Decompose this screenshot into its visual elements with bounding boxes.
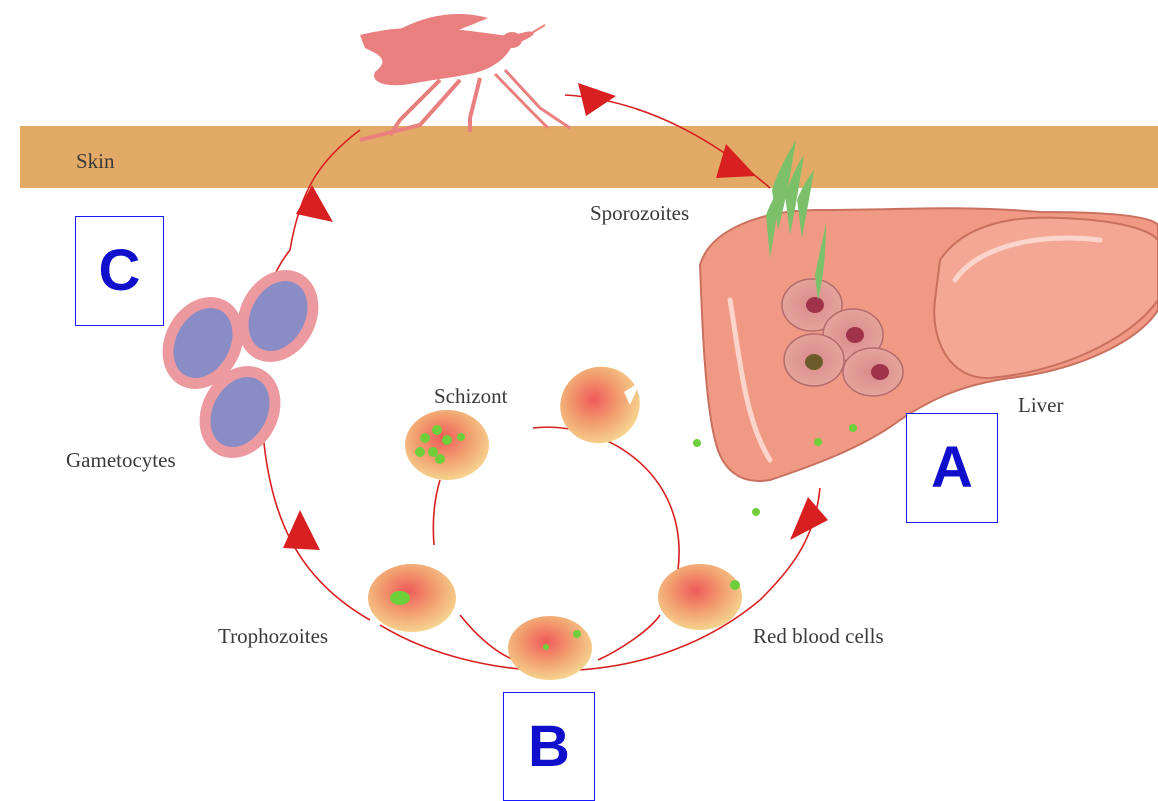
gametocytes-label: Gametocytes [66,450,176,471]
schizont-label: Schizont [434,386,508,407]
inner-arc-bl [460,615,515,660]
rupturing-cell [549,356,650,455]
schizont-cell [405,410,489,480]
trophozoites-label: Trophozoites [218,626,328,647]
arc-left-lower [262,420,370,620]
skin-label: Skin [76,151,115,172]
red-blood-cells-label: Red blood cells [753,626,884,647]
inner-arc-right [533,427,679,570]
skin-band [20,126,1158,188]
rbc-bottom [508,616,592,680]
rbc-right [658,564,742,630]
arrowhead-top [578,83,616,116]
answer-box-a: A [906,413,998,523]
sporozoites-label: Sporozoites [590,203,689,224]
gametocyte-icon [147,256,334,472]
liver-label: Liver [1018,395,1063,416]
trophozoite-cell [368,564,456,632]
red-blood-cell-icon [368,356,742,680]
mosquito-icon [360,14,570,140]
answer-box-b: B [503,692,595,801]
inner-arc-left [433,480,440,545]
arrowhead-left [283,510,320,550]
inner-arc-br [598,615,660,660]
answer-box-c: C [75,216,164,326]
